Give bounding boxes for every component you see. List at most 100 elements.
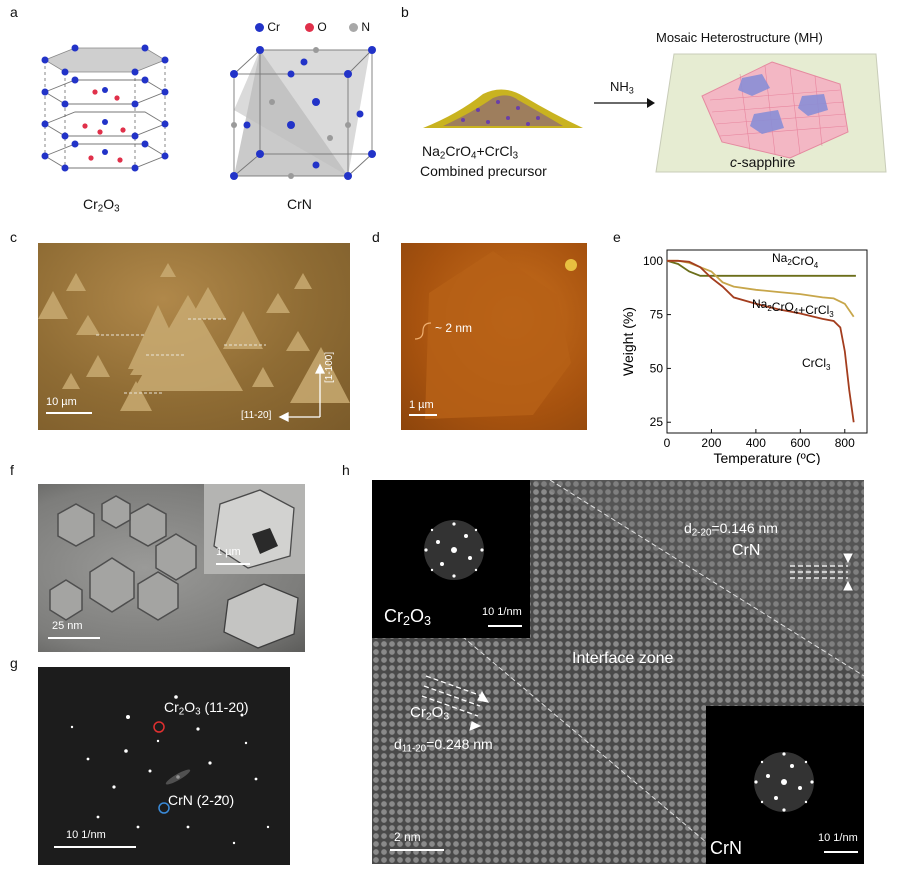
legend-cr: Cr xyxy=(255,20,280,34)
panel-label-h: h xyxy=(342,462,350,478)
fft-inset-crn xyxy=(706,706,864,864)
tem-scale-label: 25 nm xyxy=(52,620,83,632)
precursor-formula: Na2CrO4+CrCl3 xyxy=(422,143,518,161)
afm-step-label: ~ 2 nm xyxy=(435,321,473,335)
precursor-sub2: 4 xyxy=(471,150,477,162)
panel-c-micrograph: 10 µm [11-20] [1-100] xyxy=(38,243,350,430)
x-axis-label: Temperature (ºC) xyxy=(713,450,820,465)
series-line-2 xyxy=(667,259,855,423)
tga-plot-frame xyxy=(666,249,868,434)
fft-pattern-crn xyxy=(754,752,858,853)
cr2o3-caption-base: Cr xyxy=(83,196,98,212)
saed-scale-label: 10 1/nm xyxy=(66,829,106,841)
fft2-scale-label: 10 1/nm xyxy=(818,832,858,844)
saed-spot-cr2o3: Cr2O3 (11-20) xyxy=(164,699,249,717)
panel-c-dir-vertical: [1-100] xyxy=(324,351,335,383)
fft1-phase-cr: Cr xyxy=(384,606,403,626)
sapphire-substrate xyxy=(655,53,887,173)
precursor-description: Combined precursor xyxy=(420,163,547,179)
x-tick-label: 800 xyxy=(835,436,855,450)
fft1-phase-label: Cr2O3 xyxy=(384,606,431,628)
x-tick-label: 400 xyxy=(746,436,766,450)
y-tick-label: 75 xyxy=(650,308,664,322)
lattice-sub2: 3 xyxy=(443,710,450,723)
panel-label-e: e xyxy=(613,229,621,245)
d1-value: =0.146 nm xyxy=(711,520,778,536)
saed-pattern xyxy=(54,695,270,848)
precursor-na: Na xyxy=(422,143,440,159)
cr2o3-lattice-label: Cr2O3 xyxy=(410,704,449,723)
fft1-scale-label: 10 1/nm xyxy=(482,606,522,618)
lattice-sub1: 2 xyxy=(425,710,432,723)
d2-d: d xyxy=(394,736,402,752)
x-tick-label: 200 xyxy=(701,436,721,450)
cr2o3-caption: Cr2O3 xyxy=(83,196,120,214)
d1-d: d xyxy=(684,520,692,536)
tem-inset-scale-label: 1 µm xyxy=(216,546,241,558)
legend-o: O xyxy=(305,20,327,34)
y-tick-label: 25 xyxy=(650,415,664,429)
d-spacing-cr2o3: d11-20=0.248 nm xyxy=(394,736,493,754)
afm-flake xyxy=(409,251,577,419)
fft1-phase-o: O xyxy=(410,606,425,626)
precursor-sub1: 2 xyxy=(439,150,446,162)
cr2o3-caption-mid: O xyxy=(103,196,115,212)
fft-pattern-cr2o3 xyxy=(424,520,522,627)
x-tick-label: 0 xyxy=(664,436,671,450)
nh3-sub: 3 xyxy=(628,85,634,96)
panel-label-d: d xyxy=(372,229,380,245)
triangle-domains xyxy=(38,263,350,423)
saed-spot1-o: O xyxy=(184,699,196,715)
crn-caption: CrN xyxy=(287,196,312,212)
lattice-o: O xyxy=(431,704,444,721)
panel-label-a: a xyxy=(10,4,18,20)
panel-c-dir-horizontal: [11-20] xyxy=(241,410,272,421)
tga-series xyxy=(666,259,856,423)
substrate-label: c-sapphire xyxy=(730,154,795,170)
legend-n-label: N xyxy=(361,20,371,34)
crn-structure xyxy=(230,46,376,180)
saed-spot1-sub2: 3 xyxy=(195,706,201,718)
panel-label-g: g xyxy=(10,655,18,671)
legend-n-dot xyxy=(349,23,358,32)
saed-spot1-index: (11-20) xyxy=(200,699,249,715)
fft2-phase-label: CrN xyxy=(710,838,742,858)
d2-value: =0.248 nm xyxy=(426,736,493,752)
panel-h-hrtem: 10 1/nm Cr2O3 d2-20=0.146 nm CrN Interfa… xyxy=(372,480,864,864)
panel-g-saed: Cr2O3 (11-20) CrN (2-20) 10 1/nm xyxy=(38,667,290,865)
series-line-0 xyxy=(666,259,856,277)
fft1-phase-sub1: 2 xyxy=(403,614,411,629)
y-axis-label: Weight (%) xyxy=(620,307,636,376)
panel-label-c: c xyxy=(10,229,17,245)
legend-cr-label: Cr xyxy=(267,20,281,34)
precursor-sub3: 3 xyxy=(512,150,519,162)
lattice-cr: Cr xyxy=(410,704,426,721)
precursor-cro: CrO xyxy=(445,143,472,159)
substrate-italic: c xyxy=(730,154,737,170)
tem-hexagons xyxy=(48,484,305,649)
y-tick-label: 100 xyxy=(643,254,663,268)
series-label-2: CrCl3 xyxy=(802,356,831,372)
series-label-0: Na2CrO4 xyxy=(772,251,819,270)
reaction-arrow xyxy=(594,98,655,108)
precursor-powder xyxy=(423,89,583,128)
nh3-label: NH3 xyxy=(610,79,634,95)
legend-cr-dot xyxy=(255,23,264,32)
legend-o-dot xyxy=(305,23,314,32)
fft-inset-cr2o3 xyxy=(372,480,530,638)
d-spacing-crn: d2-20=0.146 nm xyxy=(684,520,778,538)
series-label-1: Na2CrO4+CrCl3 xyxy=(752,297,834,319)
panel-c-scale-label: 10 µm xyxy=(46,396,77,408)
cr2o3-caption-sub1: 2 xyxy=(97,203,104,215)
mh-title: Mosaic Heterostructure (MH) xyxy=(656,30,823,45)
substrate-rest: -sapphire xyxy=(737,154,796,170)
legend-n: N xyxy=(349,20,370,34)
crn-region-label: CrN xyxy=(732,542,761,559)
d2-sub: 11-20 xyxy=(401,743,427,755)
y-tick-label: 50 xyxy=(650,361,664,375)
d1-sub: 2-20 xyxy=(691,527,712,539)
legend-o-label: O xyxy=(317,20,327,34)
